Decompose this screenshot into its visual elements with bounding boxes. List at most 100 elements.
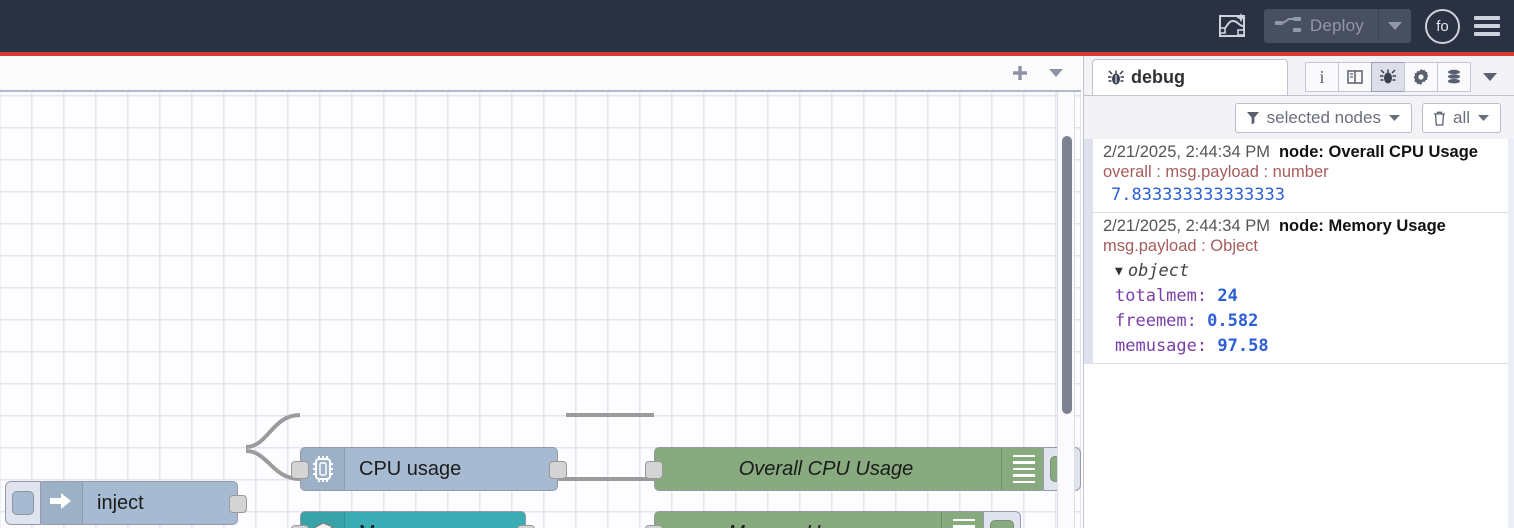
canvas-scrollbar-thumb[interactable] [1062, 136, 1072, 414]
filter-selected-nodes-button[interactable]: selected nodes [1234, 103, 1412, 133]
debug-message-list[interactable]: 2/21/2025, 2:44:34 PM node: Overall CPU U… [1084, 139, 1514, 528]
debug-node-name[interactable]: Memory Usage [1328, 217, 1446, 235]
deploy-button-main[interactable]: Deploy [1264, 9, 1379, 43]
filter-label: selected nodes [1266, 108, 1381, 127]
node-label: Memory [345, 522, 525, 528]
debug-filter-row: selected nodes all [1084, 97, 1514, 139]
canvas-vertical-scrollbar[interactable] [1057, 92, 1075, 528]
debug-line [952, 518, 975, 522]
debug-lines-icon [1001, 448, 1045, 490]
debug-message[interactable]: 2/21/2025, 2:44:34 PM node: Overall CPU U… [1084, 139, 1514, 213]
chevron-down-icon[interactable] [1041, 59, 1071, 87]
debug-value: 7.833333333333333 [1111, 185, 1285, 205]
hamburger-line [1474, 32, 1500, 36]
tab-debug[interactable]: debug [1092, 59, 1288, 95]
app-header: Deploy fo [0, 0, 1514, 52]
flow-workspace: inject [0, 56, 1081, 528]
deploy-change-indicator [0, 52, 1514, 56]
debug-node-name[interactable]: Overall CPU Usage [1328, 143, 1478, 161]
inject-trigger-button[interactable] [5, 481, 41, 525]
debug-timestamp: 2/21/2025, 2:44:34 PM [1103, 217, 1270, 235]
flow-tabbar [0, 56, 1081, 92]
hamburger-line [1474, 16, 1500, 20]
caret-down-icon[interactable]: ▼ [1115, 263, 1123, 279]
flow-canvas[interactable]: inject [0, 92, 1081, 528]
hamburger-line [1474, 24, 1500, 28]
debug-message-header: 2/21/2025, 2:44:34 PM node: Overall CPU U… [1103, 143, 1514, 162]
node-label: CPU usage [359, 457, 462, 480]
plus-icon[interactable] [1005, 59, 1035, 87]
debug-object-root[interactable]: ▼ object [1103, 261, 1514, 281]
sidebar-tools-caret-icon[interactable] [1475, 62, 1505, 92]
node-debug-memory-usage[interactable]: Memory Usage [645, 511, 1021, 528]
deploy-label: Deploy [1309, 16, 1364, 35]
debug-topic: overall : msg.payload : number [1103, 163, 1329, 181]
clear-messages-button[interactable]: all [1421, 103, 1501, 133]
debug-toggle-inner [990, 520, 1014, 528]
debug-line [1012, 480, 1035, 484]
debug-object-label: object [1127, 261, 1190, 281]
sidebar-tool-group: i [1305, 62, 1505, 95]
node-label: inject [97, 491, 144, 514]
debug-list-scrollbar[interactable] [1508, 139, 1514, 528]
inject-button-inner [12, 491, 34, 515]
avatar[interactable]: fo [1425, 8, 1460, 44]
inject-arrow-icon [39, 482, 83, 524]
config-gear-icon[interactable] [1404, 62, 1438, 92]
debug-lines-icon [941, 512, 985, 528]
clear-label: all [1452, 108, 1470, 127]
debug-sidebar: debug i [1083, 56, 1514, 528]
node-output-port[interactable] [517, 525, 535, 528]
node-memory[interactable]: Memory [291, 511, 535, 528]
node-output-port[interactable] [229, 495, 247, 513]
avatar-initials: fo [1436, 17, 1449, 35]
debug-node-prefix: node: [1278, 143, 1324, 161]
debug-object-key: totalmem [1115, 286, 1197, 306]
debug-message-header: 2/21/2025, 2:44:34 PM node: Memory Usage [1103, 217, 1514, 236]
node-input-port[interactable] [645, 525, 663, 528]
debug-line [952, 525, 975, 528]
node-input-port[interactable] [291, 525, 309, 528]
node-debug-overall-cpu-usage[interactable]: Overall CPU Usage [645, 447, 1081, 491]
trash-icon [1433, 111, 1445, 126]
debug-enable-toggle[interactable] [983, 511, 1021, 528]
tab-debug-label: debug [1131, 67, 1185, 87]
node-output-port[interactable] [549, 461, 567, 479]
flow-sparkle-icon[interactable] [1214, 9, 1250, 43]
debug-bug-icon[interactable] [1371, 62, 1405, 92]
debug-topic: msg.payload : Object [1103, 237, 1258, 255]
debug-object-value: 24 [1217, 286, 1238, 306]
hamburger-icon[interactable] [1474, 16, 1500, 36]
debug-object-key: freemem [1115, 311, 1187, 331]
debug-line [1012, 467, 1035, 471]
debug-object-value: 0.582 [1207, 311, 1259, 331]
debug-timestamp: 2/21/2025, 2:44:34 PM [1103, 143, 1270, 161]
sidebar-tabbar: debug i [1084, 56, 1514, 96]
node-input-port[interactable] [645, 461, 663, 479]
deploy-button[interactable]: Deploy [1263, 9, 1411, 43]
context-data-icon[interactable] [1437, 62, 1471, 92]
server-box-icon [301, 512, 345, 528]
chevron-down-icon [1388, 115, 1400, 121]
debug-object-value: 97.58 [1217, 336, 1269, 356]
info-icon[interactable]: i [1305, 62, 1339, 92]
help-book-icon[interactable] [1338, 62, 1372, 92]
debug-node-prefix: node: [1278, 217, 1324, 235]
debug-object-row: totalmem: 24 [1115, 286, 1238, 306]
debug-line [1012, 474, 1035, 477]
debug-object-row: freemem: 0.582 [1115, 311, 1259, 331]
bug-icon [1108, 69, 1124, 84]
deploy-caret-icon[interactable] [1379, 9, 1411, 43]
node-input-port[interactable] [291, 461, 309, 479]
chevron-down-icon [1478, 115, 1489, 121]
debug-line [1012, 461, 1035, 464]
node-cpu-usage[interactable]: CPU usage [291, 447, 567, 491]
debug-object-key: memusage [1115, 336, 1197, 356]
node-label: Overall CPU Usage [738, 457, 914, 480]
deploy-nodes-icon [1274, 17, 1301, 32]
node-inject[interactable]: inject [5, 481, 247, 525]
funnel-icon [1246, 112, 1259, 125]
debug-line [1012, 454, 1035, 458]
